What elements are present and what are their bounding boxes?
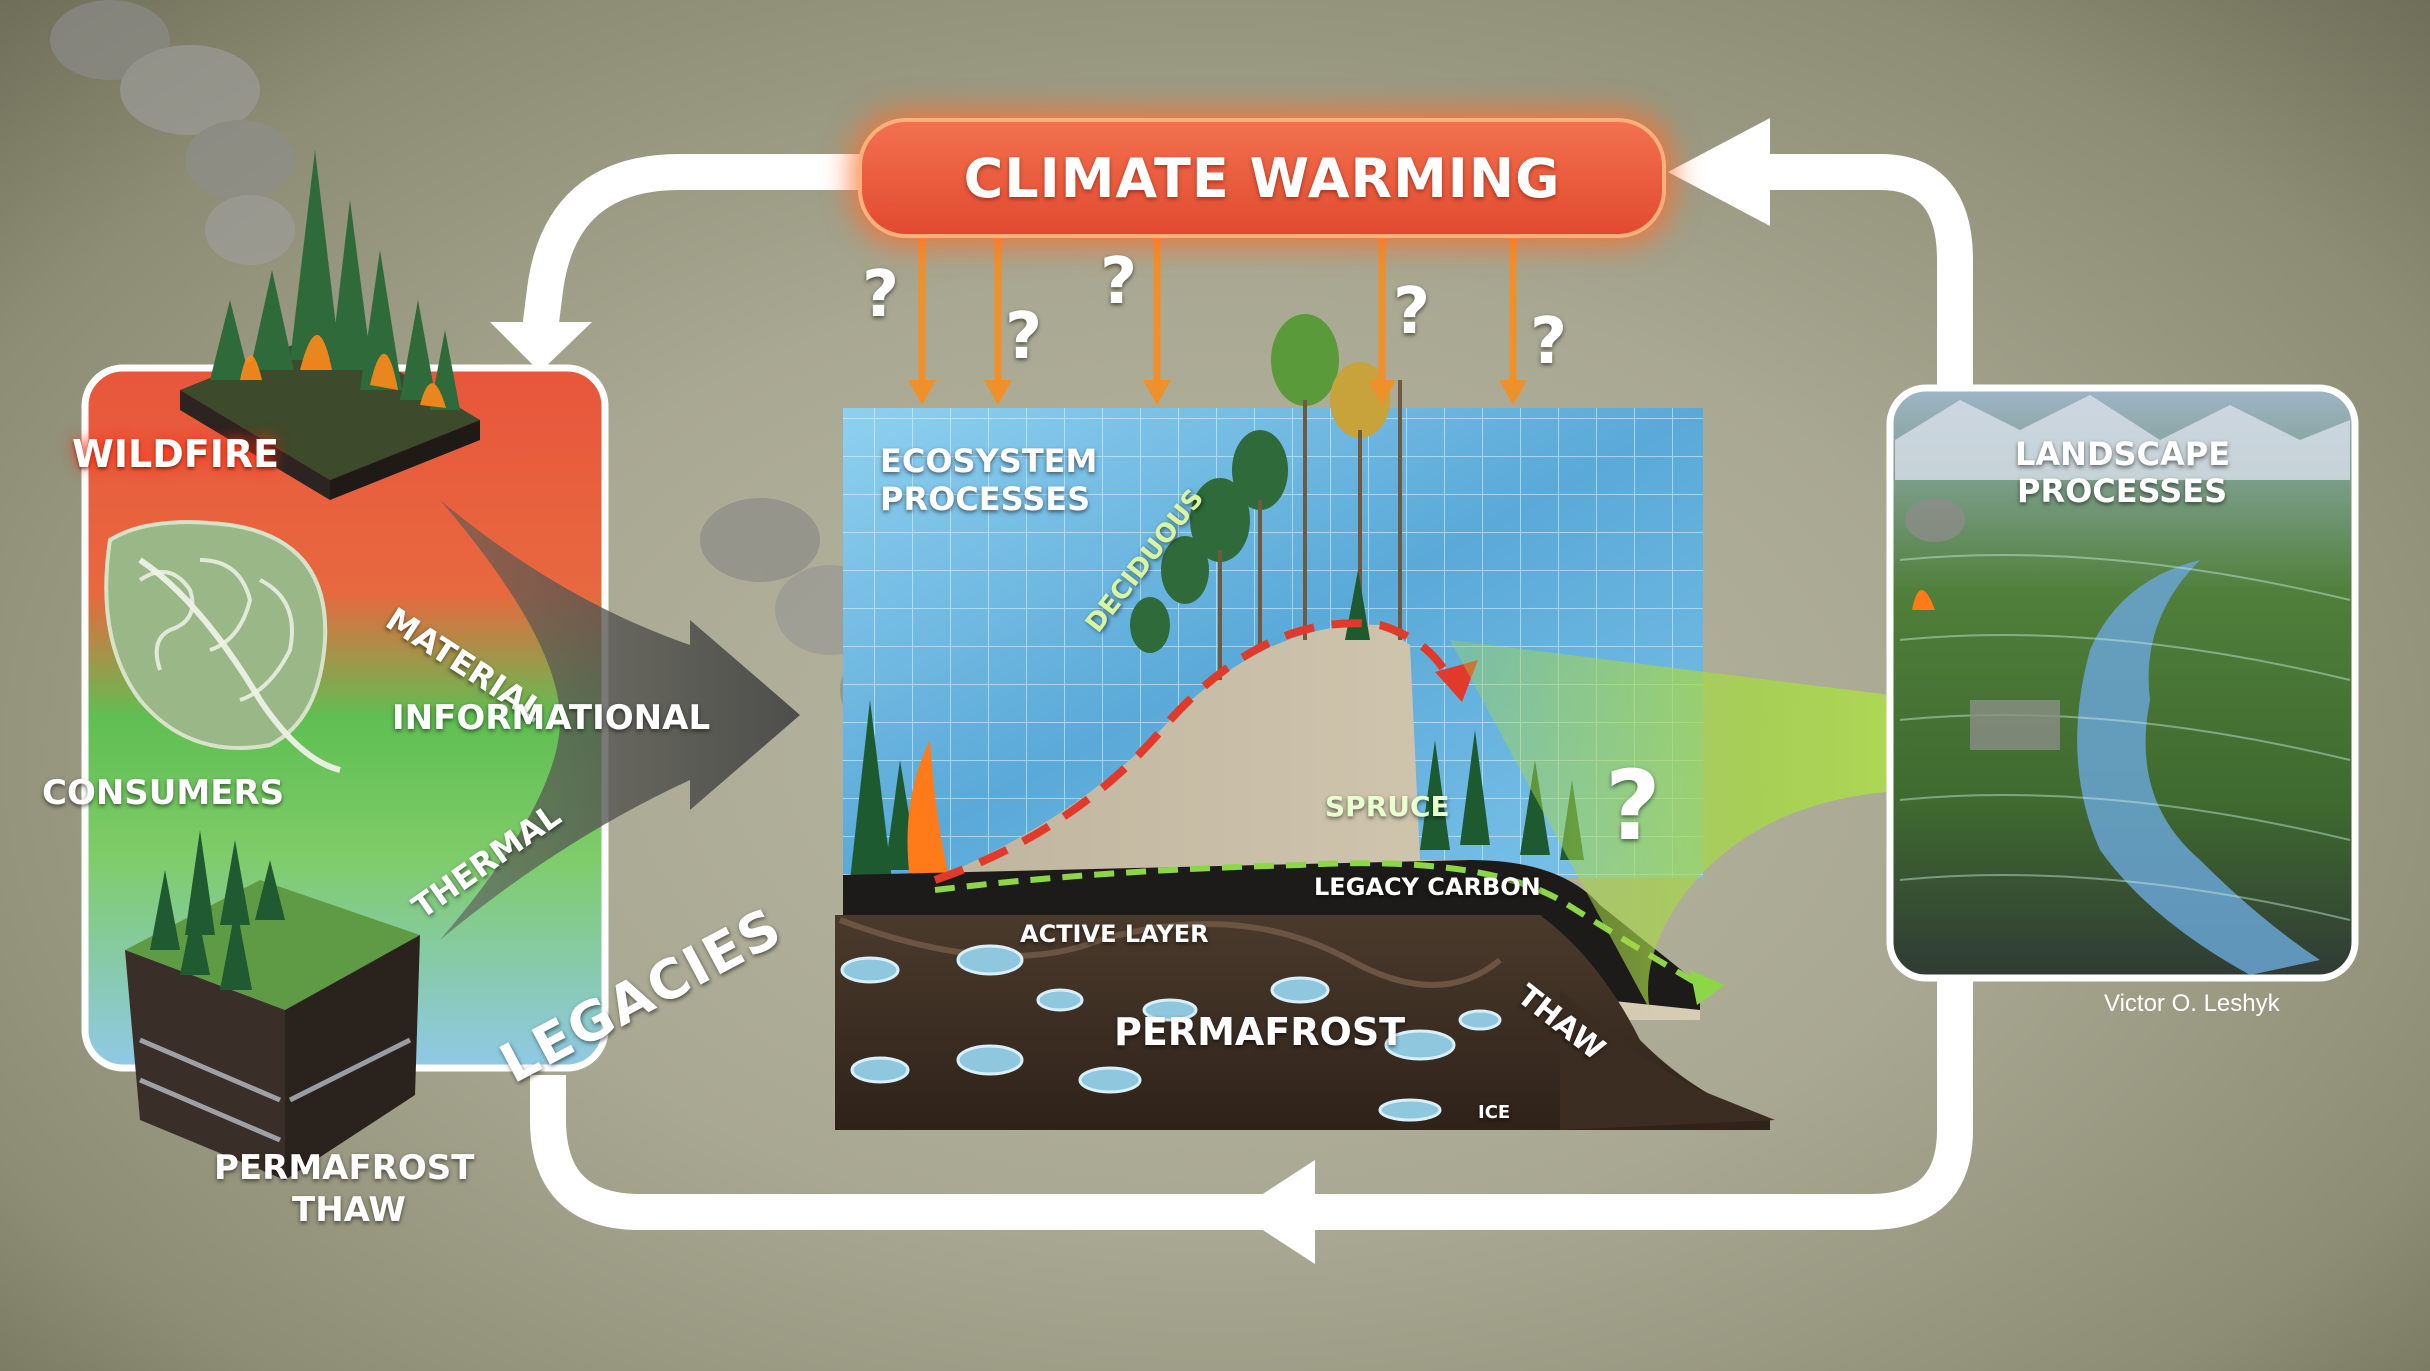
ecosystem-panel (835, 314, 1775, 1130)
spruce-trajectory-arrowhead (1690, 970, 1725, 1005)
landscape-processes-title-line1: LANDSCAPE (2015, 435, 2231, 473)
thaw-slump (1560, 990, 1775, 1130)
question-mark: ? (1100, 245, 1138, 319)
question-mark: ? (1005, 300, 1043, 374)
ice-label: ICE (1478, 1102, 1511, 1123)
climate-arrows (918, 232, 1517, 385)
climate-arrowheads (908, 380, 1527, 405)
active-layer-label: ACTIVE LAYER (1020, 920, 1209, 948)
climate-warming-label: CLIMATE WARMING (963, 146, 1561, 210)
landscape-panel (1886, 384, 2359, 982)
permafrost-label: PERMAFROST (1114, 1010, 1406, 1054)
wildfire-forest-illustration (180, 150, 480, 500)
deciduous-trajectory-line (933, 619, 1454, 884)
mountains (1895, 395, 2350, 480)
landscape-grid (1899, 554, 2351, 921)
question-mark: ? (1530, 305, 1568, 379)
question-mark: ? (1393, 275, 1431, 349)
tree-trunks (1218, 380, 1402, 680)
deciduous-trees (1130, 314, 1390, 653)
leaf-illustration (104, 520, 341, 773)
spruce-label: SPRUCE (1325, 790, 1450, 823)
wildfire-label: WILDFIRE (72, 432, 280, 476)
spruce-trajectory-line (934, 860, 1702, 988)
loop-arrowhead-top-right (1668, 118, 1770, 226)
landscape-arrow (1450, 640, 2030, 1010)
climate-warming-box: CLIMATE WARMING (858, 118, 1666, 238)
permafrost-thaw-label-line1: PERMAFROST (214, 1148, 475, 1188)
fire-flame (907, 740, 950, 880)
landscape-fire (1912, 590, 1935, 610)
soil-layer (835, 915, 1770, 1130)
question-mark-large: ? (1605, 750, 1661, 862)
loop-arrowhead-left (490, 322, 592, 372)
landscape-smoke (1905, 498, 1965, 542)
permafrost-thaw-block-illustration (125, 830, 420, 1180)
question-mark: ? (862, 258, 900, 332)
permafrost-thaw-label-line2: THAW (292, 1190, 406, 1230)
author-credit: Victor O. Leshyk (2104, 990, 2280, 1017)
ecosystem-processes-title-line2: PROCESSES (880, 480, 1091, 518)
consumers-label: CONSUMERS (42, 773, 285, 813)
river (2077, 560, 2320, 975)
ecosystem-processes-title-line1: ECOSYSTEM (880, 442, 1098, 480)
settlement (1970, 700, 2060, 750)
loop-arrowhead-bottom (1235, 1160, 1315, 1264)
legacies-arrow (440, 500, 800, 940)
informational-label: INFORMATIONAL (392, 698, 711, 738)
feedback-loop-arrow (490, 118, 1973, 1264)
legacy-carbon-label: LEGACY CARBON (1314, 873, 1541, 901)
ice-lenses (840, 944, 1502, 1122)
landscape-processes-title-line2: PROCESSES (2017, 472, 2228, 510)
smoke-plume-left (50, 0, 295, 265)
